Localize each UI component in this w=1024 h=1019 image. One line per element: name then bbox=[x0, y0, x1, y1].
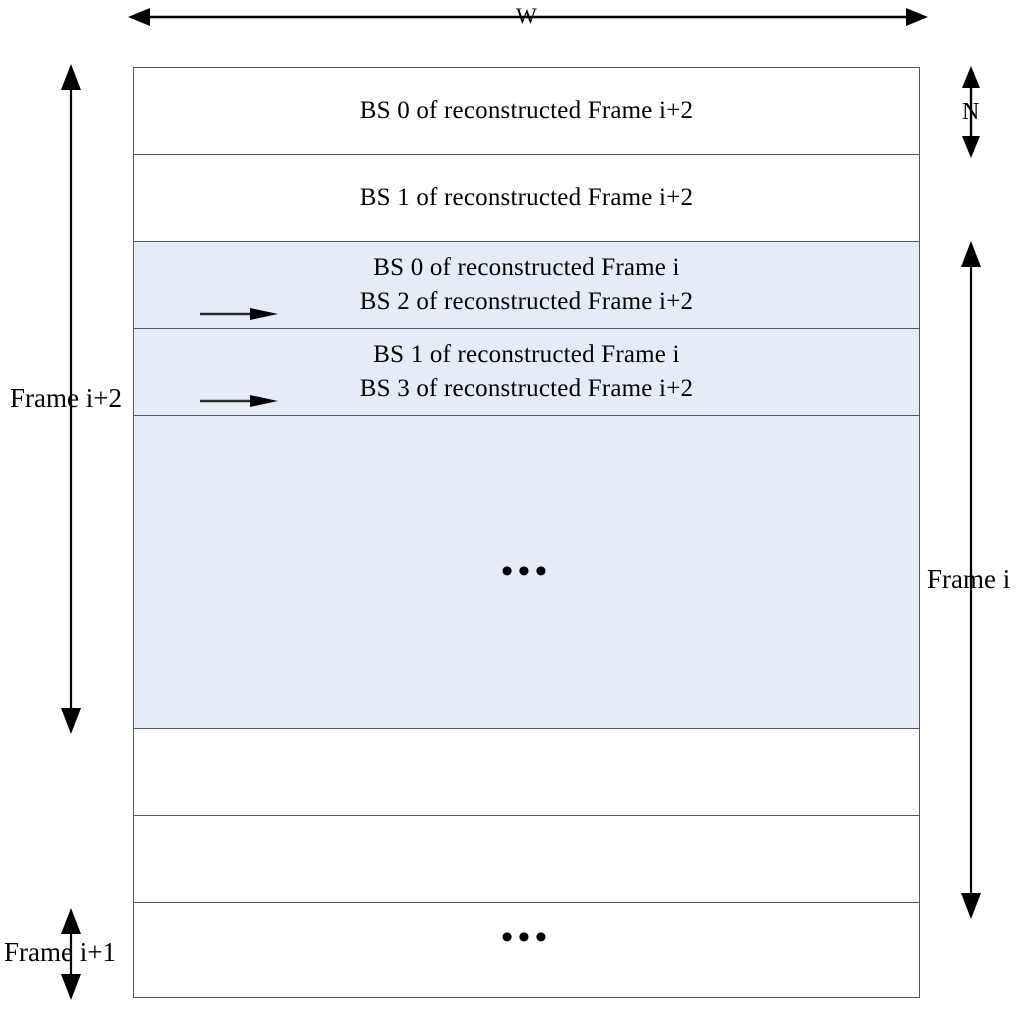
block-strip-row: BS 1 of reconstructed Frame i BS 3 of re… bbox=[134, 329, 919, 416]
frame-i-measure-arrow bbox=[958, 241, 984, 919]
frame-i-label: Frame i bbox=[927, 564, 1011, 594]
block-height-measure-arrow bbox=[958, 66, 984, 158]
width-label: W bbox=[516, 3, 537, 28]
block-strip-row bbox=[134, 729, 919, 816]
block-strip-row bbox=[134, 816, 919, 903]
block-strip-text-value: BS 2 of reconstructed Frame i+2 bbox=[359, 288, 694, 315]
block-strip-row: BS 1 of reconstructed Frame i+2 bbox=[134, 155, 919, 242]
ellipsis-glyph: ••• bbox=[501, 553, 552, 590]
frame-i-plus-1-measure-arrow bbox=[58, 908, 84, 1000]
frame-i-plus-2-measure-arrow bbox=[58, 64, 84, 734]
frame-i-plus-2-label: Frame i+2 bbox=[10, 383, 122, 413]
width-measure-arrow bbox=[128, 6, 928, 30]
block-strip-text: BS 1 of reconstructed Frame i bbox=[373, 341, 680, 368]
block-height-label: N bbox=[962, 99, 980, 125]
block-strip-text: BS 2 of reconstructed Frame i+2 bbox=[199, 285, 694, 320]
block-strip-text: BS 0 of reconstructed Frame i+2 bbox=[359, 97, 694, 124]
block-strip-row: BS 0 of reconstructed Frame i BS 2 of re… bbox=[134, 242, 919, 329]
block-strip-text: BS 3 of reconstructed Frame i+2 bbox=[199, 372, 694, 407]
block-strip-text-value: BS 3 of reconstructed Frame i+2 bbox=[359, 375, 694, 402]
block-strip-text: BS 0 of reconstructed Frame i bbox=[373, 254, 680, 281]
frame-i-plus-1-label: Frame i+1 bbox=[4, 937, 116, 967]
frame-block-grid: BS 0 of reconstructed Frame i+2 BS 1 of … bbox=[133, 67, 920, 998]
mapping-arrow-icon bbox=[199, 296, 278, 320]
block-strip-text: BS 1 of reconstructed Frame i+2 bbox=[359, 184, 694, 211]
block-strip-row-ellipsis: ••• bbox=[134, 416, 919, 729]
mapping-arrow-icon bbox=[199, 383, 278, 407]
block-strip-row: BS 0 of reconstructed Frame i+2 bbox=[134, 68, 919, 155]
ellipsis-glyph: ••• bbox=[501, 919, 552, 956]
block-strip-row-ellipsis: ••• bbox=[134, 903, 919, 997]
